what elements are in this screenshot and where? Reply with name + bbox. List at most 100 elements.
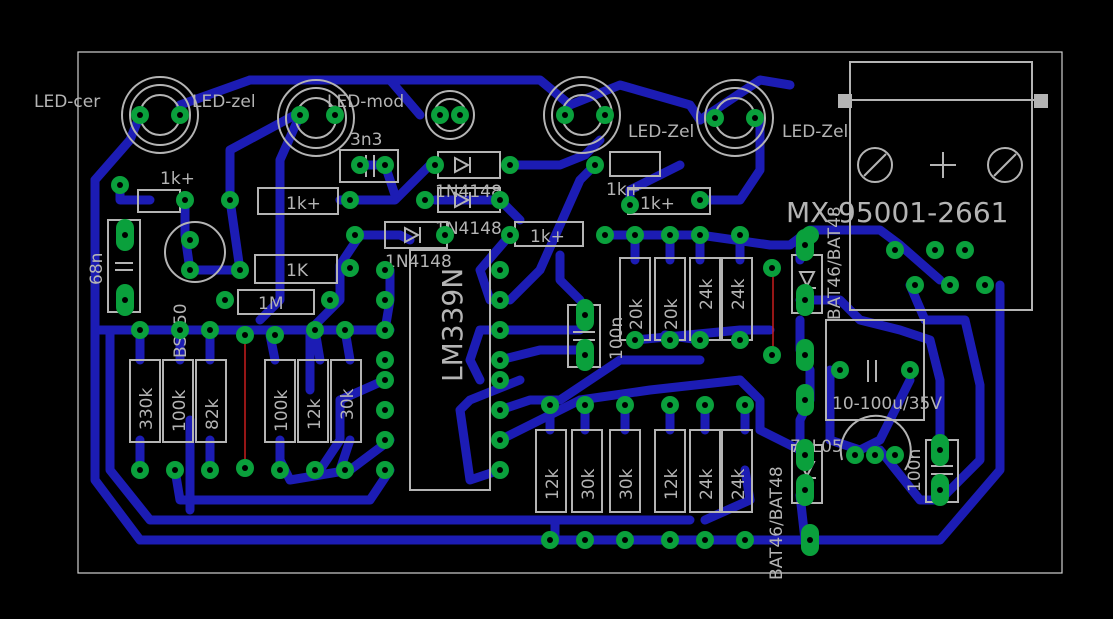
- pad-hole: [497, 467, 503, 473]
- ic-lm339: LM339N: [409, 249, 491, 491]
- diode-1n4148-c: 1N4148: [384, 221, 452, 272]
- led-mod-label: LED-mod: [327, 92, 404, 112]
- pad-hole: [342, 327, 348, 333]
- resistor-20k-a-label: 20k: [627, 298, 647, 330]
- resistor-24k-a-label: 24k: [697, 278, 717, 310]
- pad-hole: [507, 232, 513, 238]
- pad-hole: [982, 282, 988, 288]
- diode-1n4148-c-label: 1N4148: [385, 252, 452, 272]
- pad-hole: [737, 232, 743, 238]
- pad-hole: [382, 407, 388, 413]
- pad-hole: [667, 402, 673, 408]
- pad-hole: [937, 487, 943, 493]
- pad-hole: [437, 112, 443, 118]
- pad-hole: [312, 327, 318, 333]
- pad-hole: [962, 247, 968, 253]
- pad-hole: [187, 267, 193, 273]
- pad-hole: [807, 537, 813, 543]
- resistor-30k-a-label: 30k: [338, 388, 358, 420]
- pad-hole: [122, 232, 128, 238]
- led-zel-2: LED-Zel: [543, 76, 694, 154]
- resistor-20k-b-label: 20k: [662, 298, 682, 330]
- pad-hole: [837, 367, 843, 373]
- pad-hole: [242, 332, 248, 338]
- pad-hole: [582, 537, 588, 543]
- resistor-12k-b-label: 12k: [543, 468, 563, 500]
- resistor-30k-c-label: 30k: [617, 468, 637, 500]
- resistor-12k-a-label: 12k: [305, 398, 325, 430]
- pad-hole: [137, 112, 143, 118]
- pad-hole: [702, 537, 708, 543]
- resistor-1kplus-c: 1k+: [514, 221, 584, 247]
- connector-label: MX-95001-2661: [786, 196, 1008, 229]
- pad-hole: [622, 402, 628, 408]
- pad-hole: [242, 465, 248, 471]
- pad-hole: [432, 162, 438, 168]
- pad-hole: [122, 297, 128, 303]
- resistor-1k: 1K: [254, 254, 338, 284]
- pad-hole: [442, 232, 448, 238]
- pad-hole: [742, 537, 748, 543]
- cap-100n-a-label: 100n: [607, 317, 627, 360]
- pad-hole: [697, 337, 703, 343]
- pad-hole: [172, 467, 178, 473]
- pad-hole: [892, 247, 898, 253]
- pad-hole: [872, 452, 878, 458]
- resistor-1kplus-b-label: 1k+: [286, 194, 321, 214]
- pad-hole: [802, 352, 808, 358]
- pad-hole: [752, 115, 758, 121]
- pad-hole: [187, 237, 193, 243]
- pad-hole: [382, 377, 388, 383]
- elcap-label: 10-100u/35V: [832, 394, 942, 414]
- resistor-1m: 1M: [237, 289, 315, 315]
- resistor-1kplus-d: 1k+: [606, 151, 661, 200]
- pad-hole: [457, 112, 463, 118]
- pad-hole: [342, 467, 348, 473]
- led-cer-label: LED-cer: [34, 92, 100, 112]
- pad-hole: [802, 397, 808, 403]
- resistor-24k-d-label: 24k: [729, 468, 749, 500]
- pad-hole: [632, 337, 638, 343]
- resistor-1kplus-c-label: 1k+: [530, 227, 565, 247]
- pad-hole: [312, 467, 318, 473]
- pad-hole: [497, 267, 503, 273]
- pad-hole: [712, 115, 718, 121]
- pad-hole: [177, 112, 183, 118]
- resistors-left-bank: 330k 100k 82k 100k 12k 30k: [129, 359, 362, 443]
- pad-hole: [697, 232, 703, 238]
- pad-hole: [769, 352, 775, 358]
- pad-hole: [892, 452, 898, 458]
- resistor-12k-c-label: 12k: [662, 468, 682, 500]
- pad-hole: [622, 537, 628, 543]
- pad-hole: [602, 232, 608, 238]
- pad-hole: [802, 452, 808, 458]
- led-zel-3-label: LED-Zel: [782, 122, 848, 142]
- pad-hole: [207, 327, 213, 333]
- pad-hole: [137, 467, 143, 473]
- connector: MX-95001-2661: [786, 61, 1048, 311]
- pad-hole: [272, 332, 278, 338]
- pad-hole: [237, 267, 243, 273]
- pad-hole: [327, 297, 333, 303]
- pad-hole: [907, 367, 913, 373]
- resistor-330k-label: 330k: [137, 388, 157, 430]
- pad-hole: [497, 297, 503, 303]
- pad-hole: [602, 112, 608, 118]
- pad-hole: [382, 357, 388, 363]
- board-outline: [77, 51, 1063, 574]
- pad-hole: [227, 197, 233, 203]
- pad-hole: [382, 297, 388, 303]
- led-zel-2-label: LED-Zel: [628, 122, 694, 142]
- pad-hole: [277, 467, 283, 473]
- pad-hole: [347, 197, 353, 203]
- resistor-30k-b-label: 30k: [579, 468, 599, 500]
- pad-hole: [497, 357, 503, 363]
- pad-hole: [547, 537, 553, 543]
- pad-hole: [382, 327, 388, 333]
- pad-hole: [382, 437, 388, 443]
- cap-100n-b-label: 100n: [905, 449, 925, 492]
- pad-hole: [852, 452, 858, 458]
- pad-hole: [702, 402, 708, 408]
- elcap: 10-100u/35V: [825, 319, 942, 421]
